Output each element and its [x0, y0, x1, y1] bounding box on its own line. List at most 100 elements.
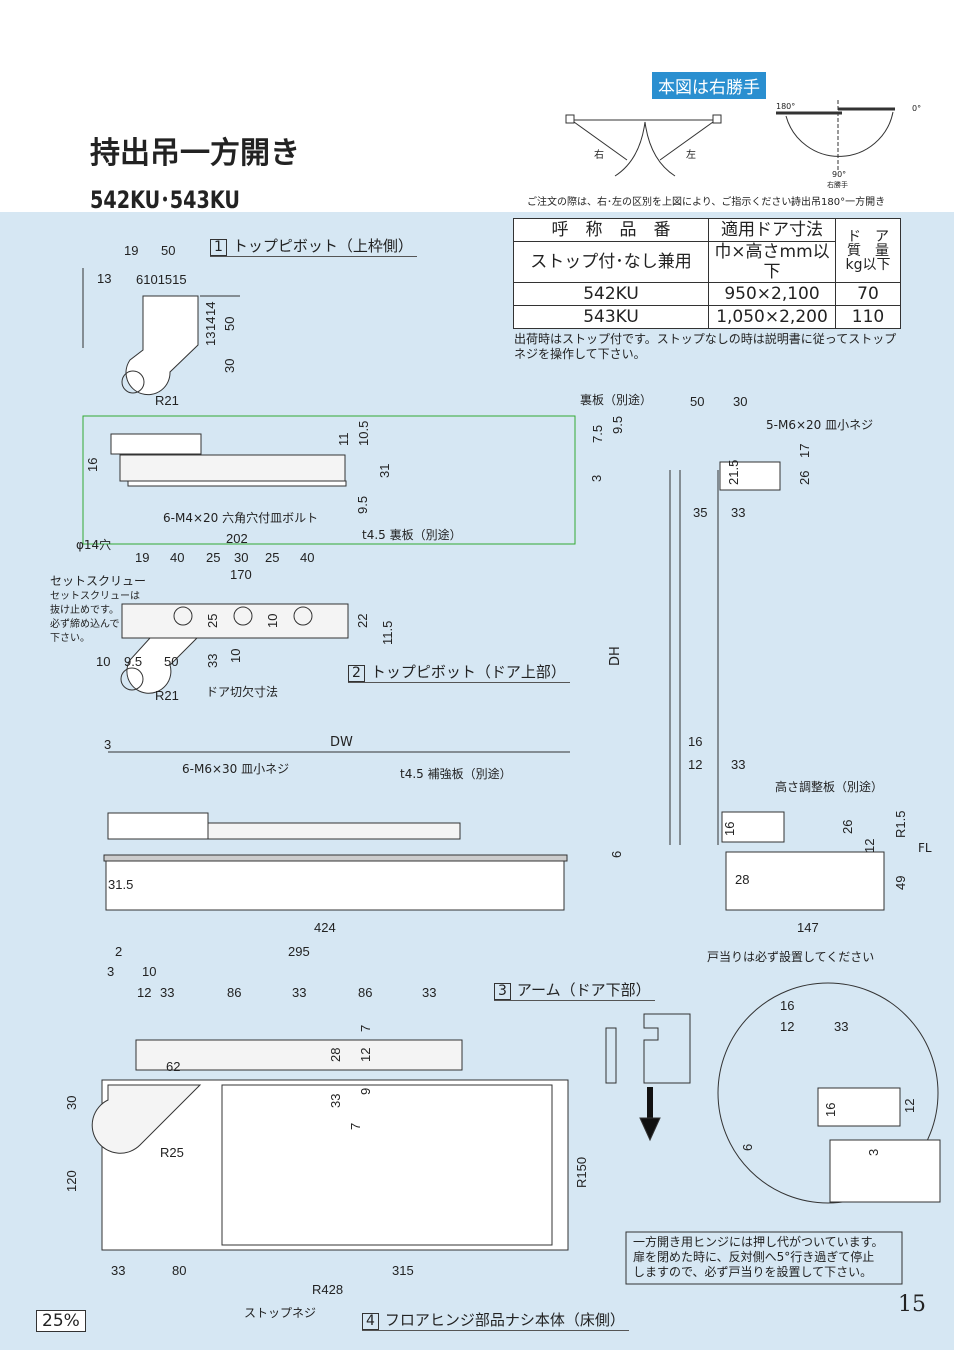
- dimension-label: 30: [234, 550, 249, 565]
- note-line: セットスクリューは: [50, 591, 140, 602]
- th: ストップ付･なし兼用: [513, 241, 709, 283]
- dimension-label: 80: [172, 1263, 187, 1278]
- dimension-label: 33: [422, 985, 437, 1000]
- dimension-label: 33: [834, 1019, 849, 1034]
- screw5-callout: 5-M6×20 皿小ネジ: [766, 418, 874, 432]
- header-band: [0, 0, 954, 212]
- dimension-label: 6: [609, 850, 624, 858]
- dimension-label: 35: [693, 505, 708, 520]
- dimension-label: 6: [740, 1143, 755, 1151]
- th: 巾×高さmm以下: [708, 241, 836, 283]
- dimension-label: 3: [107, 964, 115, 979]
- th: 適用ドア寸法: [708, 218, 836, 242]
- dimension-label: 9.5: [610, 415, 625, 434]
- part-text: アーム（ドア下部）: [516, 981, 651, 999]
- dimension-label: 16: [688, 734, 703, 749]
- dimension-label: R1.5: [893, 810, 908, 838]
- label-right: 右: [594, 150, 604, 161]
- note-line: 下さい。: [50, 633, 90, 644]
- dimension-label: 22: [355, 613, 370, 628]
- dimension-label: 6101515: [136, 272, 187, 287]
- fl-label: FL: [918, 841, 932, 855]
- dimension-label: 26: [840, 819, 855, 834]
- dimension-label: 33: [731, 757, 746, 772]
- dimension-label: 33: [292, 985, 307, 1000]
- dimension-label: 120: [64, 1170, 79, 1192]
- stop-screw-callout: ストップネジ: [244, 1306, 317, 1320]
- dimension-label: 50: [690, 394, 705, 409]
- dimension-label: 315: [392, 1263, 414, 1278]
- page-title: 持出吊一方開き: [90, 136, 300, 171]
- cell: 1,050×2,200: [708, 305, 836, 329]
- warning-box: 一方開き用ヒンジには押し代がついています。扉を閉めた時に、反対側へ5°行き過ぎて…: [633, 1235, 883, 1280]
- dimension-label: 202: [226, 531, 248, 546]
- dimension-label: 170: [230, 567, 252, 582]
- part-num: 4: [362, 1313, 379, 1330]
- dimension-label: 16: [722, 821, 737, 836]
- dimension-label: 30: [222, 358, 237, 373]
- part-3-label: 3 アーム（ドア下部）: [494, 979, 655, 1001]
- dimension-label: 12: [358, 1047, 373, 1062]
- dimension-label: 28: [735, 872, 750, 887]
- dimension-label: 40: [170, 550, 185, 565]
- dimension-label: 25: [206, 550, 221, 565]
- dimension-label: 33: [111, 1263, 126, 1278]
- cell: 110: [835, 305, 901, 329]
- dimension-label: 3: [866, 1148, 881, 1156]
- dimension-label: 50: [161, 243, 176, 258]
- th: 質 量: [847, 242, 889, 259]
- hand-badge: 本図は右勝手: [652, 72, 766, 99]
- dimension-label: 7: [358, 1024, 373, 1032]
- setscrew-note: セットスクリューは抜け止めです。必ず締め込んで下さい。: [50, 590, 140, 646]
- dimension-label: R25: [160, 1145, 184, 1160]
- height-plate-callout: 高さ調整板（別途）: [775, 780, 884, 794]
- dimension-label: 28: [328, 1047, 343, 1062]
- dimension-label: 33: [731, 505, 746, 520]
- dimension-label: 13: [97, 271, 112, 286]
- dimension-label: 30: [733, 394, 748, 409]
- note-line: 抜け止めです。: [50, 605, 119, 616]
- dimension-label: 50: [222, 316, 237, 331]
- dimension-label: 11.5: [380, 620, 395, 645]
- cell: 542KU: [513, 282, 709, 306]
- dimension-label: 33: [160, 985, 175, 1000]
- reinforce-callout: t4.5 補強板（別途）: [400, 767, 512, 781]
- page-number: 15: [898, 1292, 926, 1317]
- dimension-label: 9.5: [124, 654, 143, 669]
- doorstop-callout: 戸当りは必ず設置してください: [707, 950, 875, 964]
- bolt-callout: 6-M4×20 六角穴付皿ボルト: [163, 511, 319, 525]
- th: 呼 称 品 番: [513, 218, 709, 242]
- dimension-label: 9: [358, 1087, 373, 1095]
- note-line: 必ず締め込んで: [50, 619, 120, 630]
- part-num: 2: [348, 665, 365, 682]
- dimension-label: 12: [862, 838, 877, 853]
- door-cut-callout: ドア切欠寸法: [206, 685, 279, 699]
- hole-callout: φ14穴: [76, 538, 112, 552]
- th: ド ア: [847, 228, 889, 245]
- dimension-label: 19: [135, 550, 150, 565]
- dimension-label: 12: [780, 1019, 795, 1034]
- part-num: 1: [210, 239, 227, 256]
- dimension-label: 26: [797, 470, 812, 485]
- dimension-label: 86: [358, 985, 373, 1000]
- dimension-label: 7: [348, 1122, 363, 1130]
- dimension-label: 31: [377, 463, 392, 478]
- dimension-label: 424: [314, 920, 336, 935]
- dimension-label: 147: [797, 920, 819, 935]
- dimension-label: R21: [155, 688, 179, 703]
- part-num: 3: [494, 983, 511, 1000]
- warning-line: 扉を閉めた時に、反対側へ5°行き過ぎて停止: [633, 1250, 875, 1264]
- th: kg以下: [845, 256, 891, 273]
- dimension-label: R150: [574, 1156, 589, 1188]
- order-note: ご注文の際は、右･左の区別を上図により、ご指示ください。: [527, 197, 802, 208]
- dimension-label: 295: [288, 944, 310, 959]
- spec-note: 出荷時はストップ付です。ストップなしの時は説明書に従ってストップネジを操作して下…: [514, 332, 897, 361]
- part-text: トップピボット（ドア上部）: [370, 663, 566, 681]
- dimension-label: 12: [902, 1098, 917, 1113]
- dimension-label: R428: [312, 1282, 344, 1297]
- dimension-label: 12: [137, 985, 152, 1000]
- dimension-label: 9.5: [355, 495, 370, 514]
